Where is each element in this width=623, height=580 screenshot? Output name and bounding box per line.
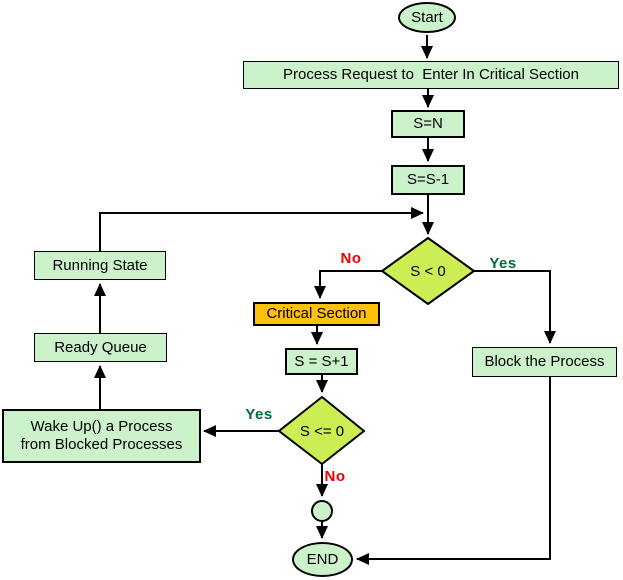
wake-up-node: Wake Up() a Process from Blocked Process…: [2, 409, 201, 463]
edge-block-to-end: [356, 377, 551, 565]
decision-s-lt-0-shape: [380, 236, 476, 306]
wake-up-label-line2: from Blocked Processes: [20, 436, 183, 453]
ready-queue-label: Ready Queue: [54, 338, 147, 356]
edge-label-yes-1: Yes: [489, 254, 517, 272]
running-state-node: Running State: [34, 251, 166, 280]
end-label: END: [306, 550, 339, 568]
process-request-label: Process Request to Enter In Critical Sec…: [283, 66, 579, 83]
start-label: Start: [411, 8, 443, 26]
edge-decision1-no-to-critical: [314, 270, 382, 299]
s-decrement-label: S=S-1: [406, 171, 450, 188]
block-process-node: Block the Process: [472, 347, 617, 377]
edge-running-state-to-junction: [99, 207, 424, 251]
s-init-label: S=N: [413, 115, 443, 132]
s-increment-node: S = S+1: [285, 348, 358, 375]
end-node: END: [292, 542, 353, 577]
start-node: Start: [398, 2, 456, 33]
edge-label-yes-2: Yes: [245, 405, 273, 423]
s-decrement-node: S=S-1: [391, 165, 465, 195]
block-process-label: Block the Process: [484, 353, 605, 370]
critical-section-node: Critical Section: [253, 302, 380, 326]
decision-s-le-0-shape: [277, 395, 366, 466]
decision-s-le-0-label: S <= 0: [299, 422, 345, 440]
edge-label-no-2: No: [324, 467, 346, 485]
edge-label-no-1: No: [340, 249, 362, 267]
connector-circle: [311, 500, 333, 522]
running-state-label: Running State: [52, 256, 148, 274]
ready-queue-node: Ready Queue: [34, 333, 167, 362]
s-increment-label: S = S+1: [294, 352, 349, 370]
wake-up-label-line1: Wake Up() a Process: [30, 418, 173, 435]
process-request-node: Process Request to Enter In Critical Sec…: [243, 61, 619, 89]
decision-s-lt-0-label: S < 0: [410, 262, 446, 280]
critical-section-label: Critical Section: [266, 305, 367, 322]
edge-decision1-yes-to-block: [474, 270, 556, 344]
s-init-node: S=N: [391, 110, 465, 138]
